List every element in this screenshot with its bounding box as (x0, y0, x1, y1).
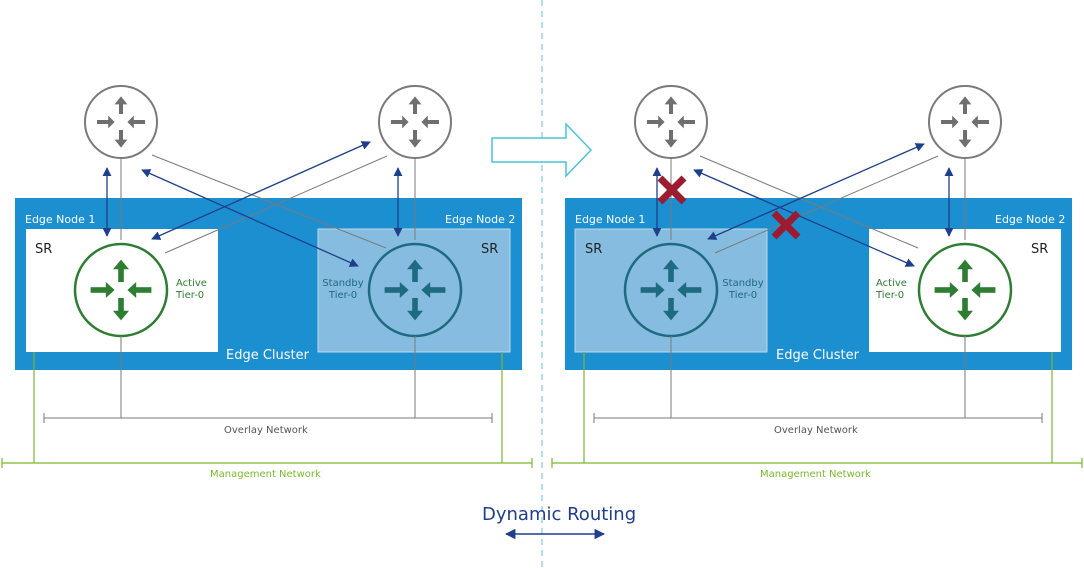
sr-label: SR (585, 242, 603, 257)
state-role: Active (876, 278, 907, 289)
routing-adjacencies (652, 143, 954, 267)
edge-node-1-title: Edge Node 1 (575, 213, 646, 226)
overlay-network (593, 336, 1043, 423)
state-role: Active (176, 278, 207, 289)
management-network (1, 352, 533, 468)
legend-title: Dynamic Routing (482, 504, 637, 525)
router-icon (928, 85, 1002, 159)
left-panel (1, 85, 533, 468)
state-tier: Tier-0 (876, 290, 905, 301)
overlay-network (43, 336, 493, 423)
router-icon (378, 85, 452, 159)
routing-adjacencies (102, 141, 403, 267)
edge-cluster-label: Edge Cluster (776, 348, 859, 363)
sr-label: SR (1031, 242, 1049, 257)
router-icon (84, 85, 158, 159)
node-state-label: Active Tier-0 (876, 278, 907, 302)
tier0-router-icon (73, 242, 169, 338)
tier0-router-icon (917, 242, 1013, 338)
edge-node-2-title: Edge Node 2 (995, 213, 1066, 226)
edge-cluster-label: Edge Cluster (226, 348, 309, 363)
overlay-network-label: Overlay Network (774, 425, 858, 436)
state-tier: Tier-0 (328, 290, 358, 301)
node-state-label: Standby Tier-0 (720, 278, 766, 302)
x-mark-icon (771, 210, 801, 240)
tier0-router-icon (623, 242, 719, 338)
state-role: Standby (322, 278, 364, 289)
state-tier: Tier-0 (728, 290, 758, 301)
router-icon (634, 85, 708, 159)
state-tier: Tier-0 (176, 290, 205, 301)
overlay-network-label: Overlay Network (224, 425, 308, 436)
node-state-label: Standby Tier-0 (320, 278, 366, 302)
x-mark-icon (657, 175, 687, 205)
management-network-label: Management Network (210, 469, 321, 480)
edge-node-2-title: Edge Node 2 (445, 213, 516, 226)
management-network (551, 352, 1083, 468)
state-role: Standby (722, 278, 764, 289)
right-panel (551, 85, 1083, 468)
sr-label: SR (35, 242, 53, 257)
outline-arrow-icon (491, 122, 593, 178)
management-network-label: Management Network (760, 469, 871, 480)
sr-label: SR (481, 242, 499, 257)
tier0-router-icon (367, 242, 463, 338)
node-state-label: Active Tier-0 (176, 278, 207, 302)
edge-node-1-title: Edge Node 1 (25, 213, 96, 226)
